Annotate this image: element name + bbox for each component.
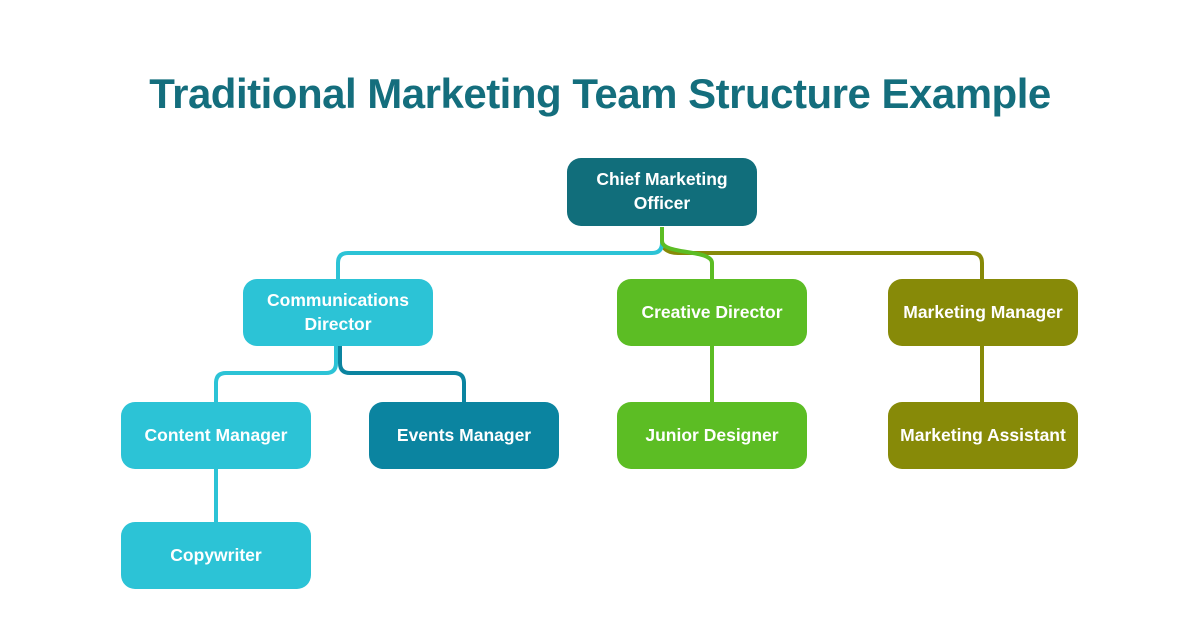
org-node-marketing-manager: Marketing Manager bbox=[888, 279, 1078, 346]
connector-communications-content-manager bbox=[214, 345, 338, 403]
org-node-label: Marketing Assistant bbox=[900, 424, 1066, 445]
connector-cmo-creative-director bbox=[660, 227, 714, 280]
org-node-creative-director: Creative Director bbox=[617, 279, 807, 346]
connector-communications-events-manager bbox=[338, 345, 466, 403]
org-node-label: Events Manager bbox=[396, 424, 532, 445]
page-title: Traditional Marketing Team Structure Exa… bbox=[149, 70, 1051, 118]
org-node-label: Copywriter bbox=[170, 544, 262, 565]
org-node-label: Creative Director bbox=[641, 301, 783, 322]
org-node-label: Junior Designer bbox=[645, 424, 779, 445]
org-node-label: Chief Marketing Officer bbox=[596, 169, 728, 213]
org-node-label: Marketing Manager bbox=[903, 301, 1063, 322]
org-node-chief-marketing-officer: Chief Marketing Officer bbox=[567, 158, 757, 226]
org-node-events-manager: Events Manager bbox=[369, 402, 559, 469]
org-node-marketing-assistant: Marketing Assistant bbox=[888, 402, 1078, 469]
org-node-label: Content Manager bbox=[144, 424, 288, 445]
org-node-content-manager: Content Manager bbox=[121, 402, 311, 469]
org-node-copywriter: Copywriter bbox=[121, 522, 311, 589]
connector-cmo-marketing-manager bbox=[660, 227, 984, 280]
org-node-junior-designer: Junior Designer bbox=[617, 402, 807, 469]
org-node-communications-director: Communications Director bbox=[243, 279, 433, 346]
connector-cmo-communications-director bbox=[336, 227, 664, 280]
org-node-label: Communications Director bbox=[267, 289, 409, 334]
